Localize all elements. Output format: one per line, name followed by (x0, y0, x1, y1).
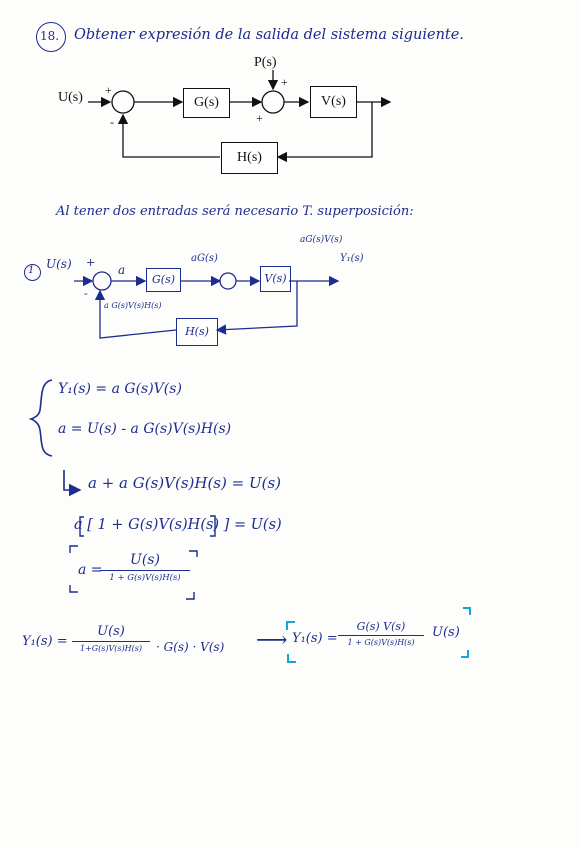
equation-output: Y₁(s) = a G(s)V(s) (58, 381, 182, 397)
a-expression-bar (100, 570, 190, 571)
final-right-bar (338, 635, 424, 636)
hand-block-v-label: V(s) (264, 272, 287, 285)
a-expression-numerator: U(s) (130, 552, 160, 568)
a-expression-fraction: U(s) 1 + G(s)V(s)H(s) (100, 552, 190, 583)
hand-block-g: G(s) (146, 268, 181, 292)
hand-block-h-label: H(s) (185, 325, 209, 338)
printed-sign-plus-3: + (256, 111, 263, 125)
final-right-numerator: G(s) V(s) (356, 620, 406, 633)
printed-sign-minus-1: - (110, 115, 114, 129)
step-factor: a [ 1 + G(s)V(s)H(s) ] = U(s) (74, 517, 282, 533)
final-right-denominator: 1 + G(s)V(s)H(s) (347, 638, 415, 647)
final-right-fraction: G(s) V(s) 1 + G(s)V(s)H(s) (338, 620, 424, 647)
final-right-tail: U(s) (432, 625, 460, 640)
a-expression-denominator: 1 + G(s)V(s)H(s) (109, 573, 181, 583)
printed-block-h: H(s) (221, 142, 278, 174)
implies-arrow: ⟶ (256, 628, 288, 653)
printed-block-g: G(s) (183, 88, 230, 118)
final-left-denominator: 1+G(s)V(s)H(s) (80, 644, 142, 653)
hand-block-h: H(s) (176, 318, 218, 346)
printed-sign-plus-1: + (105, 83, 112, 97)
hand-block-g-label: G(s) (151, 273, 175, 286)
hand-label-output: Y₁(s) (340, 253, 364, 264)
hand-signal-a: a (118, 263, 126, 277)
printed-block-h-label: H(s) (237, 150, 262, 165)
problem-statement: Obtener expresión de la salida del siste… (74, 27, 464, 43)
equation-a: a = U(s) - a G(s)V(s)H(s) (58, 421, 232, 437)
final-left-bar (72, 641, 150, 642)
case-marker: 1 (28, 265, 35, 276)
a-expression-lhs: a = (78, 562, 103, 578)
hand-minus: - (84, 287, 88, 300)
step-substitution: a + a G(s)V(s)H(s) = U(s) (88, 474, 282, 492)
final-right-lhs: Y₁(s) = (292, 631, 338, 646)
hand-input-label: U(s) (46, 257, 72, 271)
hand-block-v: V(s) (260, 266, 291, 292)
superposition-intro: Al tener dos entradas será necesario T. … (56, 204, 414, 219)
hand-label-ag: aG(s) (191, 253, 218, 264)
problem-number-circle (36, 22, 66, 52)
printed-block-g-label: G(s) (194, 95, 219, 110)
hand-label-output-top: aG(s)V(s) (300, 235, 343, 245)
final-left-lhs: Y₁(s) = (22, 634, 68, 649)
case-marker-circle (24, 264, 41, 281)
printed-input-label: U(s) (58, 90, 83, 105)
final-left-fraction: U(s) 1+G(s)V(s)H(s) (72, 624, 150, 653)
problem-number: 18. (40, 29, 60, 43)
printed-block-v-label: V(s) (321, 94, 346, 109)
final-left-tail: · G(s) · V(s) (156, 640, 225, 654)
printed-sign-plus-2: + (281, 75, 288, 89)
hand-plus: + (86, 256, 96, 269)
printed-block-v: V(s) (310, 86, 357, 118)
hand-label-feedback: a G(s)V(s)H(s) (104, 301, 162, 310)
printed-disturbance-label: P(s) (254, 55, 277, 70)
final-left-numerator: U(s) (97, 624, 125, 639)
